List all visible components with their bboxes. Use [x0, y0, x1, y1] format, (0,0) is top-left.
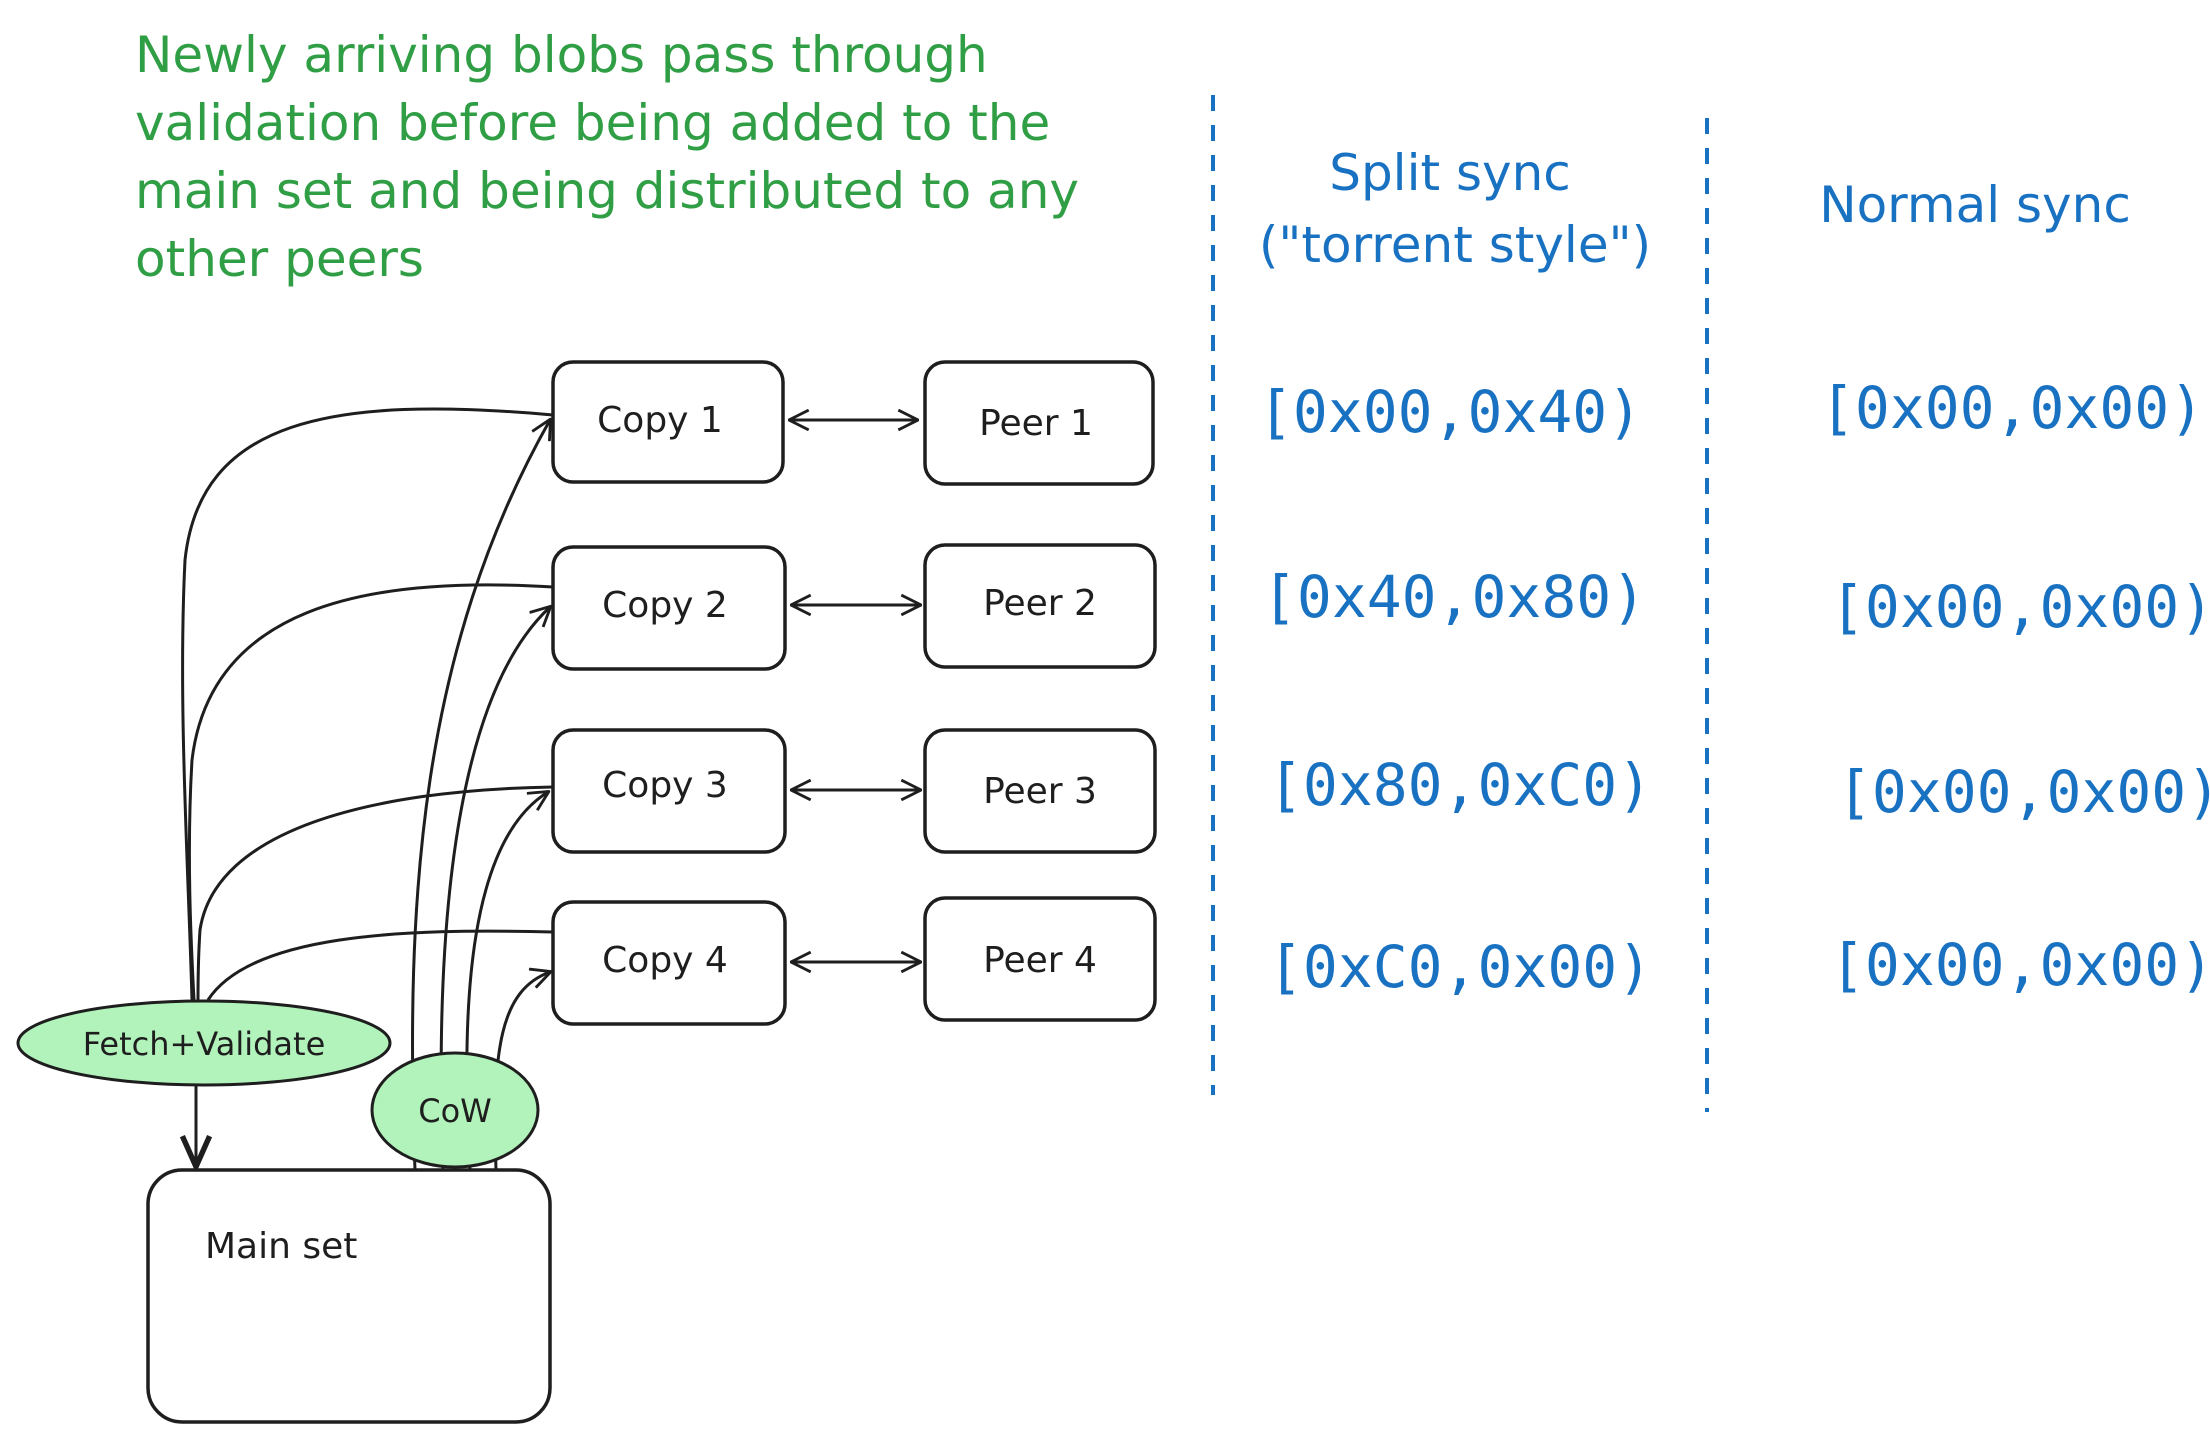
copy-box-2: Copy 2	[551, 545, 787, 671]
copy-2-to-fetch-arrow	[187, 583, 554, 1001]
connector-wires	[181, 407, 920, 1171]
fetch-validate-label: Fetch+Validate	[83, 1025, 326, 1063]
copy-1-label: Copy 1	[597, 400, 723, 441]
copy-4-to-fetch-arrow	[206, 929, 554, 1001]
peer-3-box	[923, 728, 1157, 854]
split-range-3: [0x80,0xC0)	[1268, 751, 1652, 819]
fetch-validate-ellipse	[16, 999, 392, 1087]
normal-sync-title: Normal sync	[1819, 176, 2131, 234]
note-line-3: main set and being distributed to any	[135, 162, 1079, 220]
split-range-4: [0xC0,0x00)	[1268, 933, 1652, 1001]
normal-range-3: [0x00,0x00)	[1837, 758, 2210, 826]
split-sync-title: Split sync	[1329, 144, 1571, 202]
peer-1-label: Peer 1	[979, 403, 1093, 444]
cow-to-copy-1-arrow	[411, 420, 550, 1171]
peer-2-label: Peer 2	[983, 583, 1097, 624]
copy-box-4: Copy 4	[551, 900, 787, 1026]
copy-3-box	[551, 728, 787, 854]
peer-4-label: Peer 4	[983, 940, 1097, 981]
copy-2-label: Copy 2	[602, 585, 728, 626]
split-sync-subtitle: ("torrent style")	[1259, 216, 1651, 274]
copy-3-label: Copy 3	[602, 765, 728, 806]
copy-2-box	[551, 545, 787, 671]
note-line-4: other peers	[135, 230, 424, 288]
validation-note: Newly arriving blobs pass through valida…	[135, 26, 1079, 288]
peer-1-box	[923, 360, 1155, 486]
normal-range-4: [0x00,0x00)	[1830, 931, 2210, 999]
split-range-2: [0x40,0x80)	[1262, 563, 1646, 631]
note-line-2: validation before being added to the	[135, 94, 1050, 152]
main-set-label: Main set	[205, 1226, 357, 1267]
copy-3-to-fetch-arrow	[196, 785, 554, 1001]
note-line-1: Newly arriving blobs pass through	[135, 26, 988, 84]
peer-box-4: Peer 4	[923, 896, 1157, 1022]
peer-box-1: Peer 1	[923, 360, 1155, 486]
fetch-validate-node: Fetch+Validate	[16, 999, 392, 1087]
copy-1-to-fetch-arrow	[181, 407, 554, 1001]
main-set-box	[146, 1168, 552, 1424]
main-set: Main set	[146, 1168, 552, 1424]
split-range-1: [0x00,0x40)	[1258, 378, 1642, 446]
copy-4-label: Copy 4	[602, 940, 728, 981]
cow-label: CoW	[418, 1092, 492, 1130]
copy-box-3: Copy 3	[551, 728, 787, 854]
copy-box-1: Copy 1	[551, 360, 785, 484]
normal-range-2: [0x00,0x00)	[1830, 573, 2210, 641]
cow-ellipse	[370, 1051, 540, 1169]
peer-4-box	[923, 896, 1157, 1022]
peer-3-label: Peer 3	[983, 771, 1097, 812]
normal-range-1: [0x00,0x00)	[1820, 374, 2204, 442]
peer-2-box	[923, 543, 1157, 669]
copy-1-box	[551, 360, 785, 484]
peer-box-3: Peer 3	[923, 728, 1157, 854]
peer-box-2: Peer 2	[923, 543, 1157, 669]
cow-node: CoW	[370, 1051, 540, 1169]
copy-4-box	[551, 900, 787, 1026]
